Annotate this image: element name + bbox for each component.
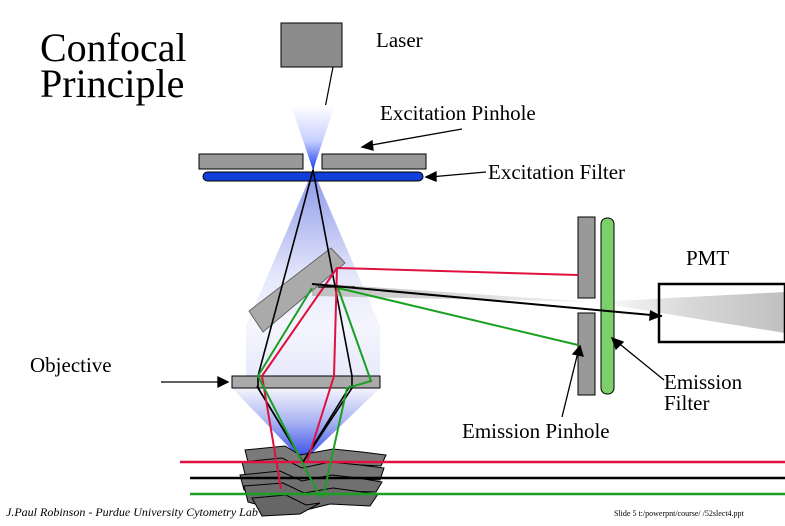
- laser-label: Laser: [376, 28, 423, 52]
- slide-footer: Slide 5 t:/powerpnt/course/ /52slect4.pp…: [614, 509, 744, 518]
- excitation-cone-upper: [291, 105, 335, 170]
- excitation-pinhole-right-plate: [321, 153, 427, 170]
- pmt-detector: [657, 282, 785, 344]
- label-arrows: [161, 128, 665, 418]
- laser-source: [280, 22, 343, 68]
- dichroic-mirror: [248, 247, 346, 333]
- emission-pinhole-upper-plate: [577, 216, 596, 299]
- excitation-pinhole-label: Excitation Pinhole: [380, 101, 536, 125]
- out-of-focus-rays-green: [256, 286, 579, 498]
- objective-lens: [231, 375, 381, 389]
- objective-label: Objective: [30, 353, 112, 377]
- emission-filter-label: Emission Filter: [664, 370, 743, 415]
- return-beam-arrowhead: [649, 310, 662, 321]
- diagram-title: Confocal Principle: [40, 25, 187, 106]
- pmt-beam: [593, 292, 785, 333]
- return-beam-centerline: [311, 283, 663, 317]
- emission-pinhole-label: Emission Pinhole: [462, 419, 610, 443]
- excitation-filter-label: Excitation Filter: [488, 160, 626, 184]
- credit-footer: J.Paul Robinson - Purdue University Cyto…: [6, 505, 258, 519]
- return-beam: [312, 283, 593, 302]
- emission-filter: [600, 217, 615, 395]
- specimen: [239, 445, 387, 517]
- excitation-pinhole-left-plate: [198, 153, 304, 170]
- pmt-label: PMT: [686, 246, 730, 270]
